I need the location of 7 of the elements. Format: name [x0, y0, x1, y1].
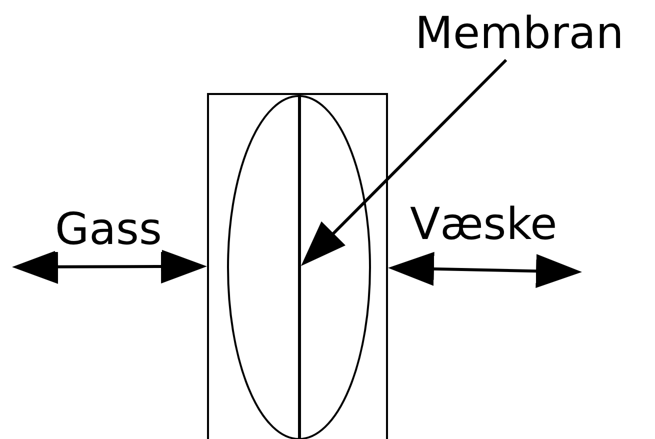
- membrane-label: Membran: [415, 12, 645, 60]
- edge-label: Gass: [55, 208, 162, 252]
- membrane-line: [298, 95, 301, 439]
- double-arrow: [388, 252, 582, 288]
- ellipse-outline: [227, 95, 371, 439]
- double-arrow: [12, 249, 207, 284]
- leader-arrow: [301, 58, 508, 266]
